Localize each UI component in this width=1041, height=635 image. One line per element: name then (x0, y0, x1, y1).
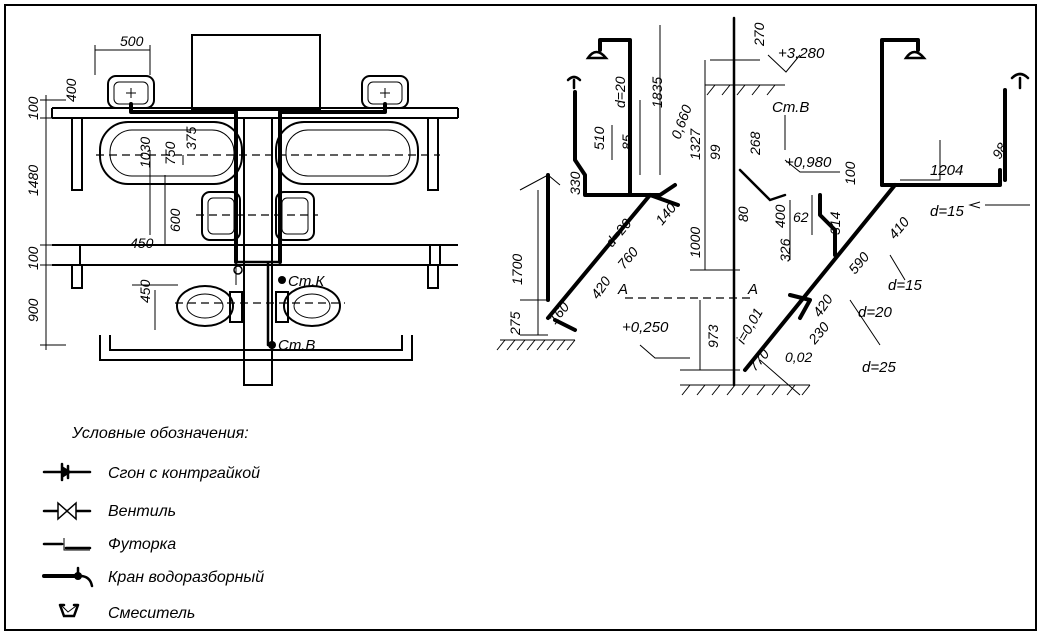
diagonal-pipe-right (743, 183, 897, 372)
sink-left (201, 191, 241, 241)
iso-dim-100: 100 (842, 161, 858, 185)
diagonal-pipe-left (546, 193, 652, 320)
iso-dim-99: 99 (707, 144, 723, 160)
iso-dim-1700: 1700 (509, 254, 525, 285)
iso-dim-275: 275 (507, 311, 523, 336)
iso-dim-80: 80 (735, 206, 751, 222)
iso-dim-62: 62 (793, 209, 809, 225)
iso-section-a1: A (617, 281, 628, 298)
iso-dim-002: 0,02 (785, 349, 812, 365)
iso-dim-400: 400 (772, 204, 788, 228)
legend (42, 462, 94, 618)
iso-elev-top: +3,280 (778, 45, 825, 62)
union-with-locknut-icon (42, 462, 92, 482)
iso-dim-1204: 1204 (930, 162, 963, 179)
legend-label-tap: Кран водоразборный (108, 569, 264, 586)
iso-dim-1835: 1835 (649, 77, 665, 108)
ground-left (496, 339, 576, 351)
iso-dim-973: 973 (705, 324, 721, 348)
plan-dim-600: 600 (167, 208, 183, 232)
water-tap-icon (42, 566, 94, 588)
reducer-bushing-icon (42, 538, 92, 551)
plan-dim-1030: 1030 (137, 137, 153, 168)
riser-k-marker (278, 276, 286, 284)
plan-riser-k-label: Ст.К (288, 273, 325, 290)
iso-dim-1327: 1327 (687, 128, 703, 160)
plan-dim-400: 400 (63, 78, 79, 102)
riser-b-marker (268, 341, 276, 349)
iso-dim-268: 268 (747, 131, 763, 156)
ventilation-shaft (191, 34, 321, 111)
iso-diam-15b: d=15 (888, 277, 922, 294)
legend-label-valve: Вентиль (108, 503, 176, 520)
floor-plan (40, 34, 459, 386)
sheet-border (4, 4, 1037, 631)
mixer-icon (58, 603, 80, 618)
iso-riser-b: Ст.В (772, 99, 809, 116)
shower-left (585, 38, 632, 197)
iso-diam-25: d=25 (862, 359, 896, 376)
isometric-scheme (496, 16, 1030, 396)
legend-label-bushing: Футорка (108, 536, 176, 553)
iso-diam-20c: d=20 (858, 304, 892, 321)
supply-pipe-left (129, 102, 238, 264)
plan-dim-500: 500 (120, 33, 144, 49)
iso-dim-326: 326 (777, 238, 793, 262)
iso-dim-270: 270 (751, 22, 767, 47)
bathtub-right (275, 121, 419, 185)
legend-label-union: Сгон с контргайкой (108, 465, 260, 482)
legend-label-mixer: Смеситель (108, 605, 195, 622)
toilet-right (275, 285, 341, 327)
iso-dim-330: 330 (567, 171, 583, 195)
supply-pipe-right (278, 102, 387, 264)
plan-dim-100a: 100 (25, 96, 41, 120)
iso-dim-85: 85 (619, 134, 635, 150)
iso-dim-510: 510 (591, 126, 607, 150)
middle-wall (52, 244, 458, 266)
central-partition (243, 118, 273, 386)
plan-dim-1480: 1480 (25, 165, 41, 196)
plan-dim-450a: 450 (130, 235, 154, 251)
iso-elev-mid: +0,980 (785, 154, 832, 171)
legend-title: Условные обозначения: (71, 425, 249, 442)
iso-dim-98: 98 (989, 140, 1011, 162)
plan-dim-750: 750 (162, 141, 178, 165)
sink-right (275, 191, 315, 241)
plan-dim-100b: 100 (25, 246, 41, 270)
plan-dim-450b: 450 (137, 279, 153, 303)
bottom-wall (99, 335, 413, 361)
iso-diam-15a: d=15 (930, 203, 964, 220)
iso-dim-1000: 1000 (687, 227, 703, 258)
plan-riser-b-label: Ст.В (278, 337, 315, 354)
plan-dim-375: 375 (183, 126, 199, 150)
iso-section-a2: A (747, 281, 758, 298)
top-wall (51, 107, 459, 119)
plan-dim-900: 900 (25, 298, 41, 322)
shower-right (880, 38, 927, 187)
valve-icon (42, 501, 92, 521)
iso-dim-314: 314 (827, 211, 843, 235)
iso-diam-20a: d=20 (612, 76, 628, 108)
iso-elev-low: +0,250 (622, 319, 669, 336)
ground-right (680, 384, 811, 396)
toilet-left (176, 285, 243, 327)
